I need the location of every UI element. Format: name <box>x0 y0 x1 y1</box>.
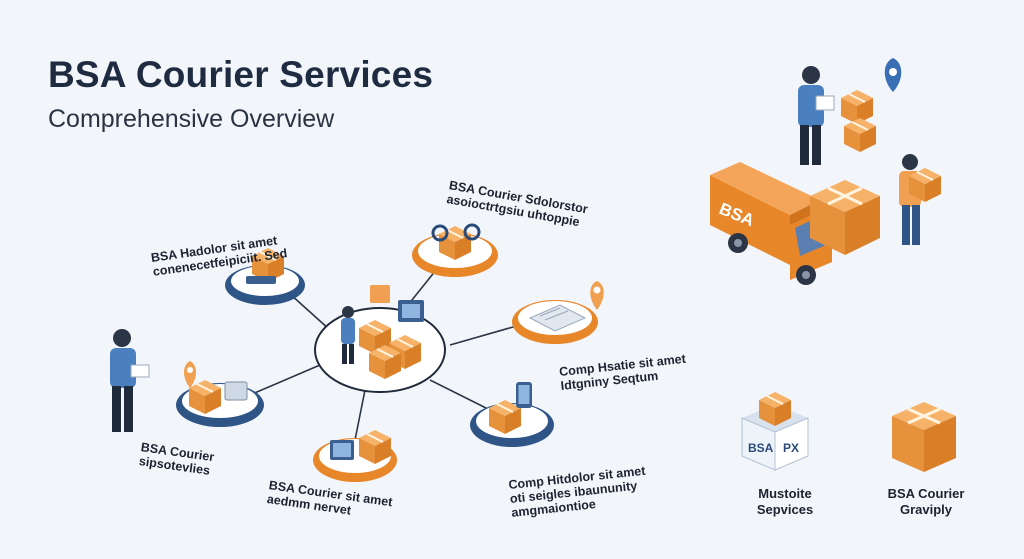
services-box-side-label: PX <box>783 441 799 455</box>
courier-package <box>892 402 956 472</box>
caption-services: Mustoite Sepvices <box>740 486 830 518</box>
caption-services-line2: Sepvices <box>756 502 814 517</box>
document-icon <box>528 304 587 332</box>
clipboard-icon <box>370 285 390 303</box>
connector-right <box>449 324 521 346</box>
connector-bottom <box>354 389 366 441</box>
node-left <box>176 361 264 427</box>
caption-courier-line1: BSA Courier <box>887 486 965 501</box>
large-package <box>810 180 880 255</box>
services-box-label: BSA <box>748 441 774 455</box>
services-box: BSA PX <box>741 391 809 471</box>
courier-person-truck <box>899 154 942 245</box>
node-bottom-right <box>470 382 554 447</box>
node-top <box>412 223 498 277</box>
courier-person-top-right <box>798 58 902 165</box>
page-subtitle: Comprehensive Overview <box>48 105 335 133</box>
connector-bottom-right <box>429 379 491 411</box>
connector-left <box>249 364 321 396</box>
central-hub <box>314 285 446 393</box>
tablet-icon <box>224 381 248 401</box>
caption-courier: BSA Courier Graviply <box>878 486 974 518</box>
node-top-left <box>225 247 305 305</box>
location-pin-icon <box>590 281 604 310</box>
person-icon <box>342 306 354 318</box>
caption-services-line1: Mustoite <box>758 486 812 501</box>
caption-courier-line2: Graviply <box>899 502 953 517</box>
node-bottom <box>313 429 397 482</box>
courier-person-left <box>110 329 150 432</box>
page-title: BSA Courier Services <box>48 54 434 95</box>
location-pin-icon-left <box>184 361 196 388</box>
node-right <box>512 281 604 344</box>
